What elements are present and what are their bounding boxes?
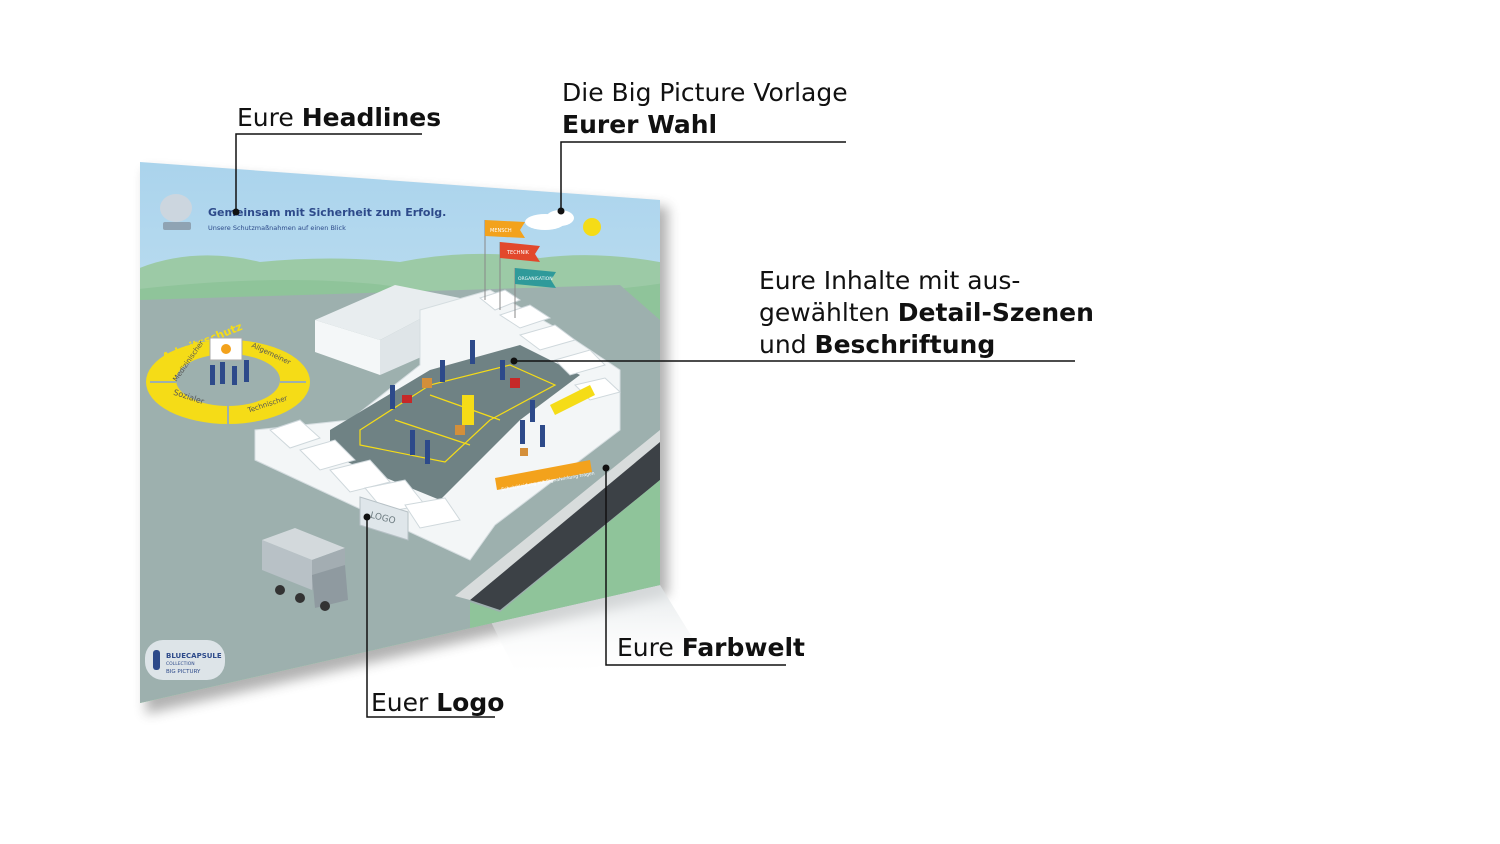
brand-badge: BLUECAPSULE COLLECTION BIG PICTURY	[145, 640, 225, 680]
people-group	[210, 360, 249, 385]
callout-vorlage-line1: Die Big Picture Vorlage	[562, 78, 848, 107]
poster-headline: Gemeinsam mit Sicherheit zum Erfolg.	[208, 206, 446, 219]
carts	[402, 378, 520, 403]
workers	[390, 340, 545, 464]
capsule-icon	[153, 650, 160, 670]
building-side	[315, 320, 380, 375]
callout-inhalte-line2-bold: Detail-Szenen	[897, 298, 1094, 327]
flags: MENSCH TECHNIK ORGANISATION	[484, 220, 556, 318]
brand-line2: COLLECTION	[166, 661, 195, 667]
flag-label: MENSCH	[490, 228, 512, 234]
flag-label: ORGANISATION	[518, 276, 553, 282]
goggles-icon	[163, 222, 191, 230]
brand-line1: BLUECAPSULE	[166, 652, 222, 660]
equipment	[462, 385, 595, 425]
callout-logo-pre: Euer	[371, 688, 437, 717]
callout-logo-bold: Logo	[436, 688, 505, 717]
helmet-icon	[160, 194, 192, 222]
callout-inhalte: Eure Inhalte mit aus- gewählten Detail-S…	[759, 265, 1094, 361]
callout-inhalte-line3-bold: Beschriftung	[814, 330, 996, 359]
callout-inhalte-line1: Eure Inhalte mit aus-	[759, 266, 1021, 295]
callout-farbwelt-pre: Eure	[617, 633, 682, 662]
ring: Arbeitsschutz Medizinischer Allgemeiner …	[146, 320, 310, 424]
banner	[495, 460, 592, 490]
flag-label: TECHNIK	[506, 250, 530, 256]
poster-subheadline: Unsere Schutzmaßnahmen auf einen Blick	[208, 224, 346, 232]
boxes	[422, 378, 528, 456]
callout-logo: Euer Logo	[371, 687, 504, 719]
sun-icon	[583, 218, 601, 236]
callout-vorlage-bold: Eurer Wahl	[562, 110, 718, 139]
callout-inhalte-line2-pre: gewählten	[759, 298, 898, 327]
callout-headlines-bold: Headlines	[301, 103, 442, 132]
cloud	[546, 210, 574, 226]
callout-farbwelt-bold: Farbwelt	[681, 633, 805, 662]
callout-headlines-pre: Eure	[237, 103, 302, 132]
building-top	[315, 285, 460, 340]
callout-inhalte-line3-pre: und	[759, 330, 815, 359]
truck	[262, 528, 348, 611]
brand-line3: BIG PICTURY	[166, 669, 201, 675]
callout-vorlage: Die Big Picture Vorlage Eurer Wahl	[562, 77, 848, 141]
flag-organisation	[515, 268, 556, 288]
callout-headlines: Eure Headlines	[237, 102, 441, 134]
flag-mensch	[485, 220, 525, 238]
callout-farbwelt: Eure Farbwelt	[617, 632, 805, 664]
flag-technik	[500, 242, 540, 262]
